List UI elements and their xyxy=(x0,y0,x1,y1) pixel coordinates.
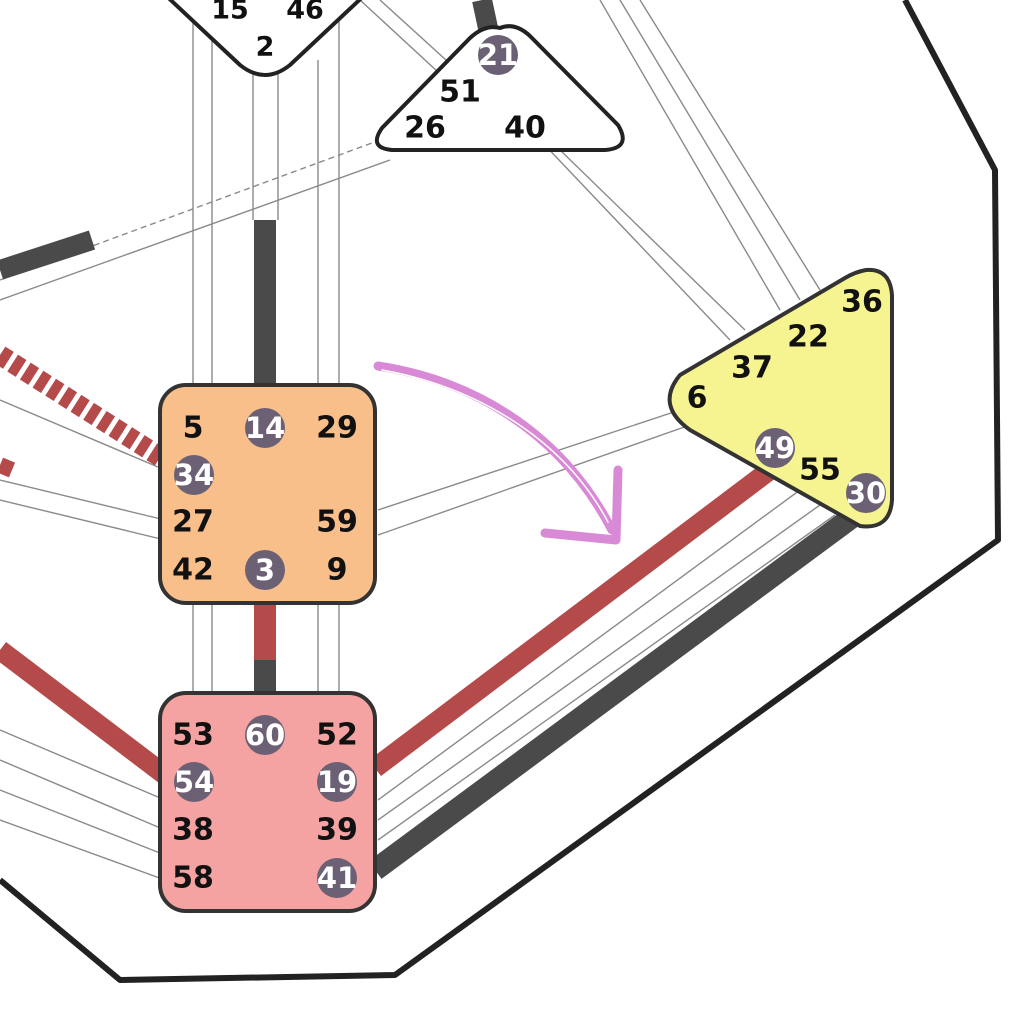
gate-54: 54 xyxy=(174,765,214,799)
body-outline xyxy=(0,0,1001,983)
gate-52: 52 xyxy=(316,718,358,753)
gate-58: 58 xyxy=(172,861,214,896)
channel-54-left xyxy=(0,642,172,783)
gate-9: 9 xyxy=(327,553,348,588)
channel-21-stub xyxy=(472,0,498,31)
gate-15: 15 xyxy=(211,0,249,26)
active-gate-marker xyxy=(755,428,795,468)
active-gate-marker xyxy=(317,858,357,898)
channel-sacral-left-stub xyxy=(0,457,16,478)
active-gate-marker xyxy=(174,455,214,495)
ego-center xyxy=(374,24,625,152)
solar-plexus-center xyxy=(667,267,894,529)
active-gate-marker xyxy=(245,408,285,448)
gate-46: 46 xyxy=(286,0,324,26)
gate-51: 51 xyxy=(439,75,481,110)
gate-2: 2 xyxy=(256,32,275,63)
gate-49: 49 xyxy=(755,431,795,465)
g-center xyxy=(167,0,363,77)
defined-channels xyxy=(0,0,862,879)
gate-3: 3 xyxy=(255,553,275,587)
sacral-center xyxy=(158,383,377,605)
gate-41: 41 xyxy=(317,861,357,895)
gate-26: 26 xyxy=(404,111,446,146)
gate-5: 5 xyxy=(183,411,204,446)
channel-lines xyxy=(0,0,836,881)
active-gate-marker xyxy=(478,35,518,75)
channel-ego-left xyxy=(0,230,96,280)
active-gate-marker xyxy=(245,715,285,755)
active-gate-marker xyxy=(846,473,886,513)
gate-34: 34 xyxy=(174,458,214,492)
channel-41-30 xyxy=(368,506,862,879)
gate-27: 27 xyxy=(172,505,214,540)
gate-19: 19 xyxy=(317,765,357,799)
channel-34-left xyxy=(0,346,171,469)
gate-40: 40 xyxy=(504,111,546,146)
gate-59: 59 xyxy=(316,505,358,540)
annotation-arrow xyxy=(373,361,623,545)
active-gate-marker xyxy=(245,550,285,590)
gate-21: 21 xyxy=(478,38,518,72)
active-gate-marker xyxy=(317,762,357,802)
gate-6: 6 xyxy=(687,381,708,416)
gate-55: 55 xyxy=(799,453,841,488)
root-center xyxy=(158,691,377,913)
gate-22: 22 xyxy=(787,320,829,355)
gate-29: 29 xyxy=(316,411,358,446)
active-gate-marker xyxy=(174,762,214,802)
gate-53: 53 xyxy=(172,718,214,753)
gate-14: 14 xyxy=(245,411,285,445)
gate-30: 30 xyxy=(846,476,886,510)
gate-38: 38 xyxy=(172,813,214,848)
gate-37: 37 xyxy=(731,351,773,386)
gate-36: 36 xyxy=(841,285,883,320)
gate-39: 39 xyxy=(316,813,358,848)
channel-19-49 xyxy=(368,462,777,776)
gate-42: 42 xyxy=(172,553,214,588)
gate-60: 60 xyxy=(245,718,285,752)
